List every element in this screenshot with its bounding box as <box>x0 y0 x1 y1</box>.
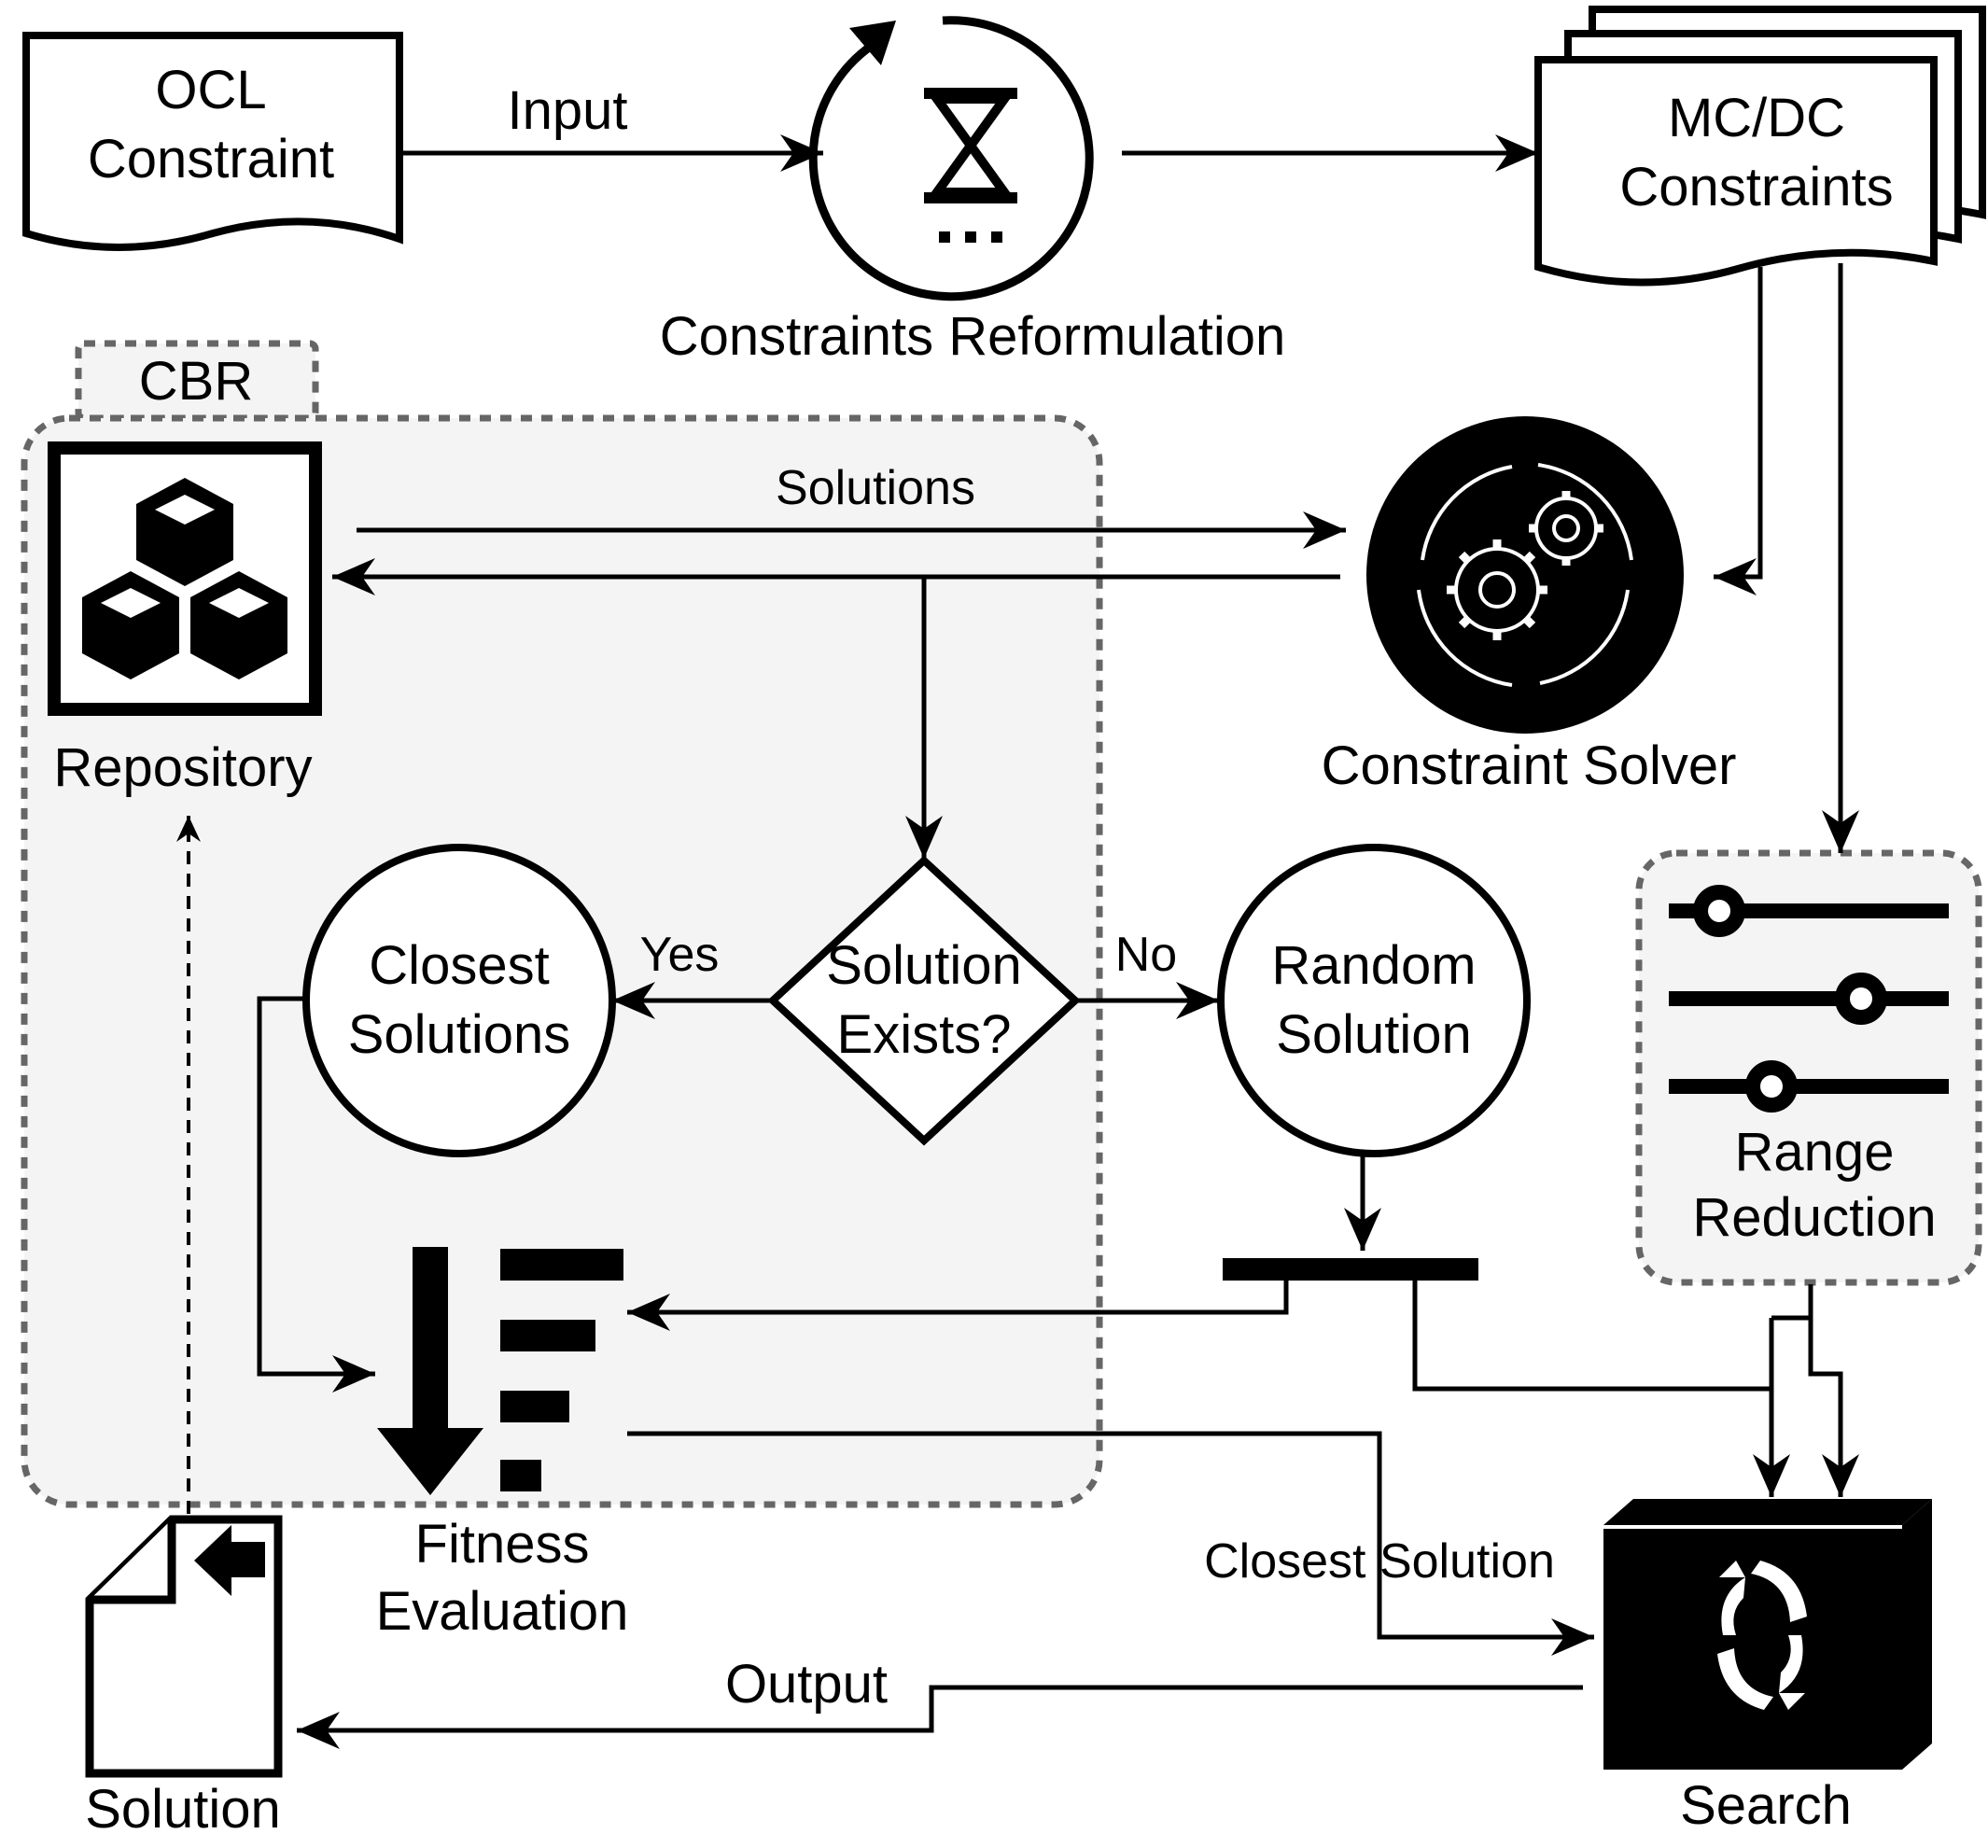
fitness-label-2: Evaluation <box>376 1581 629 1642</box>
document-arrow-icon <box>194 1525 265 1596</box>
range-label-1: Range <box>1735 1122 1895 1183</box>
fitness-label-1: Fitness <box>415 1514 590 1575</box>
repository-label: Repository <box>53 737 312 798</box>
ocl-label-2: Constraint <box>88 129 334 189</box>
edge-fork-fitness <box>627 1281 1289 1331</box>
reformulation-node <box>808 16 1094 301</box>
closest-label-1: Closest <box>369 935 549 996</box>
closest-label-2: Solutions <box>348 1004 571 1065</box>
ocl-label-1: OCL <box>155 60 266 120</box>
edge-fork-search <box>1412 1281 1790 1497</box>
sort-icon <box>377 1247 623 1495</box>
search-node <box>1603 1499 1932 1770</box>
repository-node <box>48 441 322 716</box>
solution-label: Solution <box>85 1779 281 1840</box>
solution-exists-decision: Solution Exists? <box>767 855 1081 1146</box>
constraint-solver-node <box>1366 416 1684 734</box>
refresh-icon <box>1717 1561 1807 1710</box>
edge-closest-fitness <box>257 996 375 1393</box>
ocl-constraint-node: OCL Constraint <box>22 32 403 251</box>
range-label-2: Reduction <box>1692 1187 1936 1248</box>
cubes-icon <box>82 478 287 679</box>
edge-output-label: Output <box>725 1654 888 1715</box>
hourglass-icon <box>924 88 1017 243</box>
range-reduction-box: Range Reduction <box>1635 849 1982 1286</box>
edge-range-search <box>1808 1284 1859 1497</box>
edge-mcdc-solver <box>1714 267 1763 595</box>
gears-icon <box>1417 463 1633 687</box>
cbr-label: CBR <box>139 351 253 412</box>
edge-solutions-label: Solutions <box>776 461 975 515</box>
reformulation-label: Constraints Reformulation <box>660 306 1286 367</box>
random-solution-node: Random Solution <box>1217 844 1531 1157</box>
random-label-2: Solution <box>1276 1004 1472 1065</box>
edge-output <box>297 1685 1583 1749</box>
edge-no-label: No <box>1115 928 1177 982</box>
fork-bar <box>1223 1258 1478 1281</box>
fitness-evaluation-node <box>377 1247 623 1495</box>
closest-solutions-node: Closest Solutions <box>302 844 616 1157</box>
random-label-1: Random <box>1271 935 1476 996</box>
edge-yes-label: Yes <box>640 928 720 982</box>
constraint-solver-label: Constraint Solver <box>1322 735 1737 796</box>
solution-node <box>85 1515 283 1778</box>
decision-label-1: Solution <box>826 935 1022 996</box>
mcdc-constraints-node: MC/DC Constraints <box>1534 6 1986 287</box>
edge-closest-solution-label: Closest Solution <box>1204 1534 1555 1589</box>
decision-label-2: Exists? <box>837 1004 1012 1065</box>
edge-input-label: Input <box>508 80 628 141</box>
sliders-icon <box>1669 885 1949 1113</box>
edge-fitness-search <box>627 1431 1594 1656</box>
mcdc-label-1: MC/DC <box>1668 88 1845 148</box>
mcdc-label-2: Constraints <box>1619 157 1893 217</box>
search-label: Search <box>1680 1775 1852 1836</box>
